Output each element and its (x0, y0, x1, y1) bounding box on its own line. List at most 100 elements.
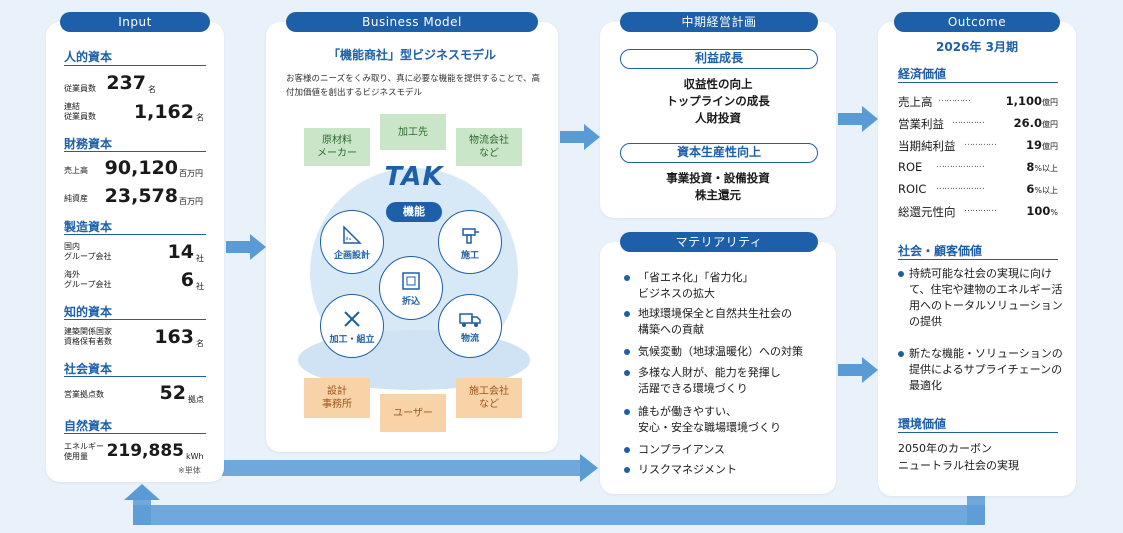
divider (64, 319, 206, 320)
economic-row: 総還元性向…………100% (898, 204, 1058, 219)
divider (64, 65, 206, 66)
return-arrow-head (124, 484, 160, 500)
plan-line: 事業投資・設備投資 (666, 171, 770, 185)
value-offices: 52 (159, 382, 186, 404)
input-to-materiality-arrow-head (580, 454, 598, 482)
plan-panel (600, 22, 836, 218)
value-employees: 237 (106, 72, 146, 94)
label-consolidated-employees: 連結 従業員数 (64, 102, 96, 121)
outcome-header: Outcome (894, 12, 1060, 32)
plan-header: 中期経営計画 (620, 12, 818, 32)
input-to-materiality-arrow (222, 460, 582, 476)
label-domestic-group: 国内 グループ会社 (64, 242, 112, 261)
unit-consolidated-employees: 名 (196, 113, 204, 122)
value-qualified: 163 (154, 326, 194, 348)
section-title-environmental: 環境価値 (898, 417, 947, 431)
materiality-item: 多様な人財が、能力を発揮し 活躍できる環境づくり (624, 365, 825, 397)
unit-energy: kWh (186, 452, 204, 461)
section-title-natural: 自然資本 (64, 419, 113, 433)
business-title: 「機能商社」型ビジネスモデル (327, 48, 496, 62)
economic-row: ROIC………………6%以上 (898, 182, 1058, 196)
divider (898, 82, 1058, 83)
supplier-box-raw-material: 原材料 メーカー (304, 128, 370, 166)
label-overseas-group: 海外 グループ会社 (64, 270, 112, 289)
customer-box-design-office: 設計 事務所 (304, 378, 370, 418)
function-planning-design: 企画設計 (320, 210, 384, 274)
materiality-item: リスクマネジメント (624, 462, 825, 478)
materiality-panel (600, 242, 836, 494)
divider (64, 433, 206, 434)
input-panel (46, 22, 224, 482)
customer-box-user: ユーザー (380, 394, 446, 432)
environmental-text: 2050年のカーボン ニュートラル社会の実現 (898, 442, 1019, 472)
value-net-assets: 23,578 (104, 185, 178, 207)
section-title-financial: 財務資本 (64, 137, 113, 151)
customer-box-contractor: 施工会社 など (456, 378, 522, 418)
economic-row: 当期純利益…………19億円 (898, 138, 1058, 153)
materiality-item: コンプライアンス (624, 442, 825, 458)
section-title-social-customer: 社会・顧客価値 (898, 244, 983, 258)
divider (64, 234, 206, 235)
materiality-item: 地球環境保全と自然共生社会の 構築への貢献 (624, 306, 825, 338)
economic-row: 売上高…………1,100億円 (898, 94, 1058, 109)
outcome-period: 2026年 3月期 (936, 40, 1018, 54)
note-standalone: ※単体 (178, 466, 201, 475)
business-header: Business Model (286, 12, 538, 32)
value-consolidated-employees: 1,162 (133, 101, 194, 123)
value-overseas-group: 6 (180, 269, 194, 291)
tools-icon (344, 310, 360, 327)
plan-line: 株主還元 (695, 188, 741, 202)
unit-sales: 百万円 (179, 169, 203, 178)
function-folding: 折込 (379, 256, 443, 320)
label-offices: 営業拠点数 (64, 390, 104, 399)
materiality-header: マテリアリティ (620, 232, 818, 252)
plan-to-outcome-arrow (838, 106, 878, 132)
return-arrow-bottom (133, 505, 985, 525)
label-energy: エネルギー 使用量 (64, 442, 104, 461)
return-arrow-right-leg (967, 495, 985, 525)
section-title-manufacturing: 製造資本 (64, 220, 113, 234)
return-arrow-left-leg (133, 495, 151, 525)
input-to-business-arrow (226, 234, 266, 260)
value-energy: 219,885 (106, 441, 184, 461)
economic-row: ROE………………8%以上 (898, 160, 1058, 174)
social-item: 新たな機能・ソリューションの提供によるサプライチェーンの最適化 (898, 346, 1066, 394)
function-center-label: 機能 (386, 202, 442, 222)
ruler-icon (343, 224, 362, 244)
section-title-social: 社会資本 (64, 362, 113, 376)
section-title-human: 人的資本 (64, 50, 113, 64)
function-label: 加工・組立 (329, 334, 375, 345)
supplier-box-logistics: 物流会社 など (456, 128, 522, 166)
label-qualified: 建築関係国家 資格保有者数 (64, 327, 112, 346)
materiality-to-outcome-arrow (838, 357, 878, 383)
unit-qualified: 名 (196, 339, 204, 348)
blueprint-icon (402, 271, 420, 290)
function-construction: 施工 (438, 210, 502, 274)
unit-net-assets: 百万円 (179, 197, 203, 206)
social-item: 持続可能な社会の実現に向けて、住宅や建物のエネルギー活用へのトータルソリューショ… (898, 266, 1066, 330)
value-sales: 90,120 (104, 157, 178, 179)
section-title-intellectual: 知的資本 (64, 305, 113, 319)
plan-line: 収益性の向上 (683, 77, 753, 91)
truck-icon (459, 312, 481, 327)
function-label: 折込 (401, 296, 420, 307)
divider (64, 151, 206, 152)
divider (898, 259, 1058, 260)
label-sales: 売上高 (64, 166, 88, 175)
drill-icon (462, 227, 479, 244)
plan-line: 人財投資 (695, 111, 741, 125)
plan-line: トップラインの成長 (666, 94, 770, 108)
divider (64, 376, 206, 377)
function-label: 物流 (460, 333, 479, 344)
tak-logo: TAK (384, 162, 444, 192)
plan-pill-profit-growth: 利益成長 (620, 49, 818, 69)
materiality-item: 「省エネ化」「省力化」 ビジネスの拡大 (624, 270, 825, 302)
function-label: 企画設計 (333, 250, 370, 261)
section-title-economic: 経済価値 (898, 67, 947, 81)
function-label: 施工 (460, 250, 479, 261)
plan-pill-capital-productivity: 資本生産性向上 (620, 143, 818, 163)
divider (898, 432, 1058, 433)
label-employees: 従業員数 (64, 84, 96, 93)
label-net-assets: 純資産 (64, 194, 88, 203)
unit-overseas-group: 社 (196, 282, 204, 291)
